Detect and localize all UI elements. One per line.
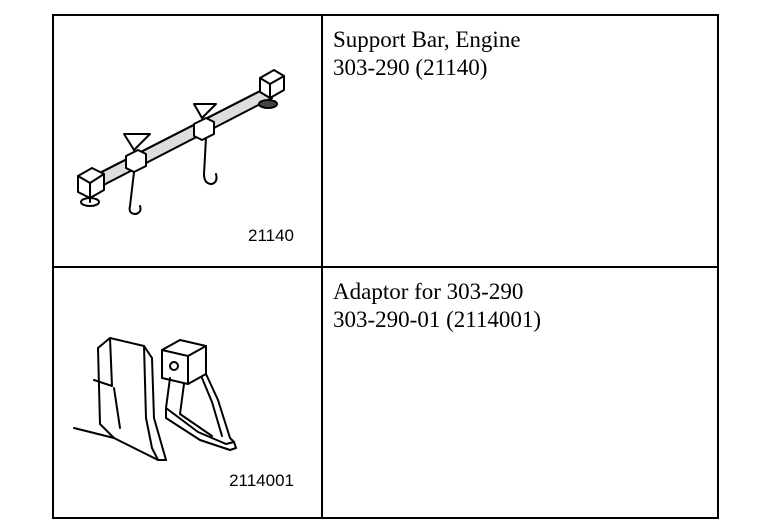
tool-description-cell: Support Bar, Engine 303-290 (21140) [323, 16, 717, 266]
tool-table: 21140 Support Bar, Engine 303-290 (21140… [52, 14, 719, 519]
engine-support-bar-illustration [77, 69, 285, 215]
figure-code: 21140 [247, 226, 294, 245]
tool-number: 303-290-01 (2114001) [333, 307, 542, 332]
tool-number: 303-290 (21140) [333, 55, 488, 80]
tool-name: Adaptor for 303-290 [333, 279, 524, 304]
tool-illustration-cell: 2114001 [54, 268, 321, 517]
row-divider [54, 266, 717, 268]
tool-illustration-cell: 21140 [54, 16, 321, 266]
tool-name: Support Bar, Engine [333, 27, 521, 52]
figure-code: 2114001 [229, 471, 294, 490]
tool-description-cell: Adaptor for 303-290 303-290-01 (2114001) [323, 268, 717, 517]
support-bar-adaptor-illustration [73, 337, 237, 461]
